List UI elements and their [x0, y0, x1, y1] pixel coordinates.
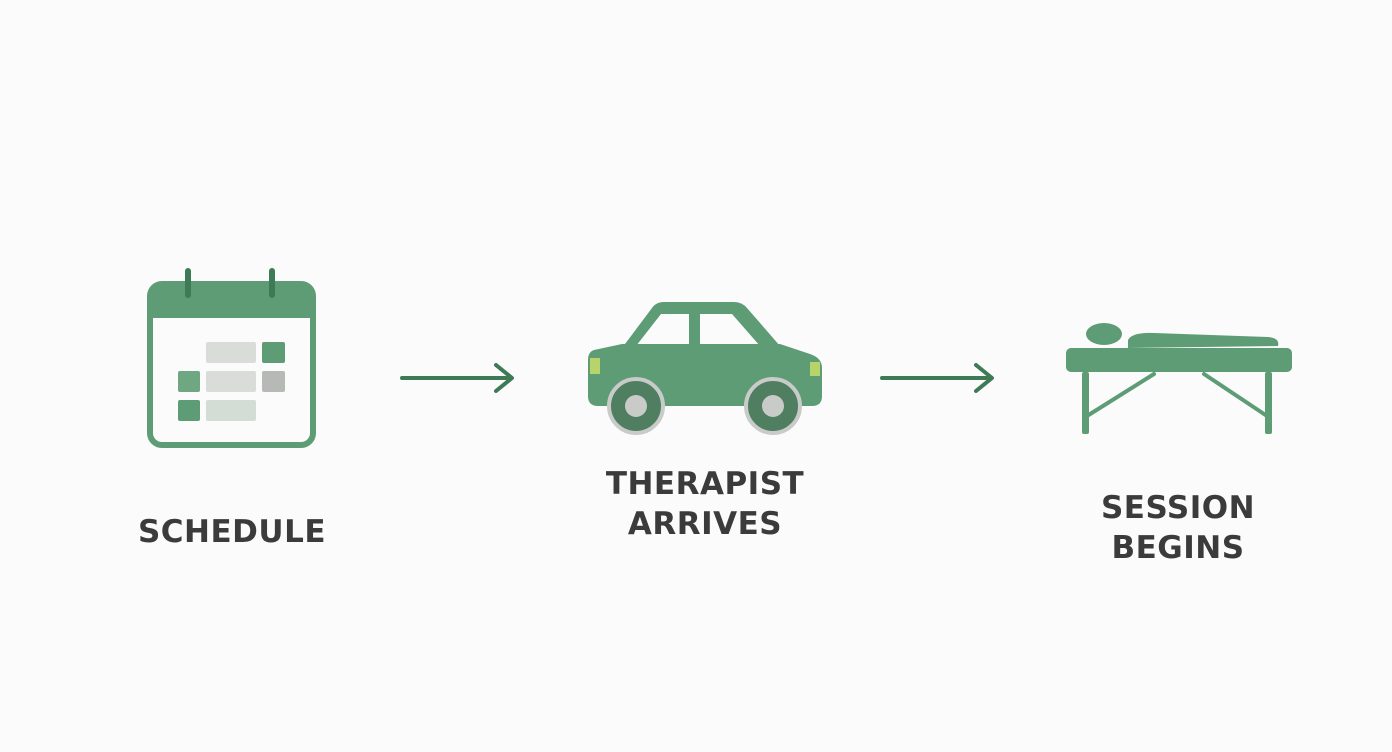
- step-label-therapist-arrives: THERAPIST ARRIVES: [585, 464, 825, 544]
- massage-table-icon: [1066, 323, 1292, 434]
- step-label-schedule: SCHEDULE: [112, 512, 352, 552]
- arrow-right-icon: [400, 363, 514, 393]
- calendar-icon: [147, 268, 316, 448]
- step-label-line: SESSION: [1100, 490, 1256, 526]
- step-label-line: ARRIVES: [627, 506, 783, 542]
- car-icon: [588, 302, 822, 435]
- arrow-right-icon: [880, 363, 994, 393]
- step-label-line: THERAPIST: [605, 466, 805, 502]
- step-label-line: BEGINS: [1111, 530, 1245, 566]
- step-label-line: SCHEDULE: [137, 514, 327, 550]
- step-label-session-begins: SESSION BEGINS: [1058, 488, 1298, 568]
